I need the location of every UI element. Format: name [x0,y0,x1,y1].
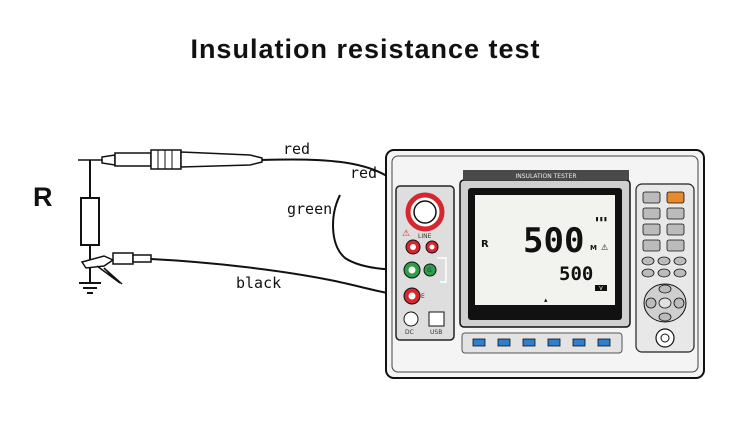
arrow-right-icon[interactable] [673,297,685,309]
usb-port-label: USB [430,329,442,336]
warning-icon: ⚠ [601,243,608,252]
soft-key-6[interactable] [597,338,611,347]
earth-terminal-label: E [421,293,425,300]
power-button[interactable] [655,328,675,348]
resistor-icon [80,197,100,246]
soft-key-3[interactable] [522,338,536,347]
key-small-6[interactable] [673,268,687,278]
red-test-probe-icon [78,149,263,170]
soft-key-1[interactable] [472,338,486,347]
key-function-6[interactable] [642,239,661,252]
key-small-3[interactable] [673,256,687,266]
key-function-5[interactable] [666,223,685,236]
line-terminal-label: LINE [418,233,432,240]
key-small-1[interactable] [641,256,655,266]
green-lead-label: green [287,200,332,218]
insulation-tester-device: LINE ⚠ G E DC USB INSULATION TESTER ▮▮▮ … [385,149,705,379]
arrow-up-icon[interactable] [658,284,672,294]
soft-key-2[interactable] [497,338,511,347]
key-function-4[interactable] [642,223,661,236]
key-test-start[interactable] [666,191,685,204]
key-function-3[interactable] [666,207,685,220]
black-lead-label: black [236,274,281,292]
key-small-4[interactable] [641,268,655,278]
key-small-2[interactable] [657,256,671,266]
lcd-main-reading: 500 [523,221,584,261]
enter-button[interactable] [658,297,672,309]
arrow-down-icon[interactable] [658,312,672,322]
lcd-sub-unit-box [595,285,607,291]
test-leads [150,158,421,297]
dc-port-label: DC [405,329,414,336]
soft-key-4[interactable] [547,338,561,347]
red-probe-label: red [283,140,310,158]
usb-port[interactable] [428,311,445,327]
key-function-1[interactable] [642,191,661,204]
soft-key-row [461,332,623,354]
battery-icon: ▮▮▮ [595,215,608,223]
panel-header-bar [463,170,629,180]
black-alligator-clip-icon [80,252,152,285]
dc-port[interactable] [403,311,419,327]
page-title: Insulation resistance test [190,34,541,64]
lcd-sub-unit: V [599,286,603,292]
red-lead-label: red [350,164,377,182]
lcd-screen [475,195,615,305]
lcd-mode: R [481,239,489,250]
guard-terminal-label: G [427,267,432,274]
lcd-main-unit: M [590,244,597,252]
lcd-sub-reading: 500 [559,263,593,285]
key-function-7[interactable] [666,239,685,252]
lcd-indicator-icon: ▴ [544,296,548,304]
soft-key-5[interactable] [572,338,586,347]
key-small-5[interactable] [657,268,671,278]
panel-header-text: INSULATION TESTER [515,173,576,180]
arrow-left-icon[interactable] [645,297,657,309]
key-function-2[interactable] [642,207,661,220]
keypad [635,183,695,353]
black-lead-wire [150,258,408,297]
resistor-label: R [33,182,53,212]
warning-icon: ⚠ [402,229,410,239]
resistor-under-test: R [33,160,101,294]
